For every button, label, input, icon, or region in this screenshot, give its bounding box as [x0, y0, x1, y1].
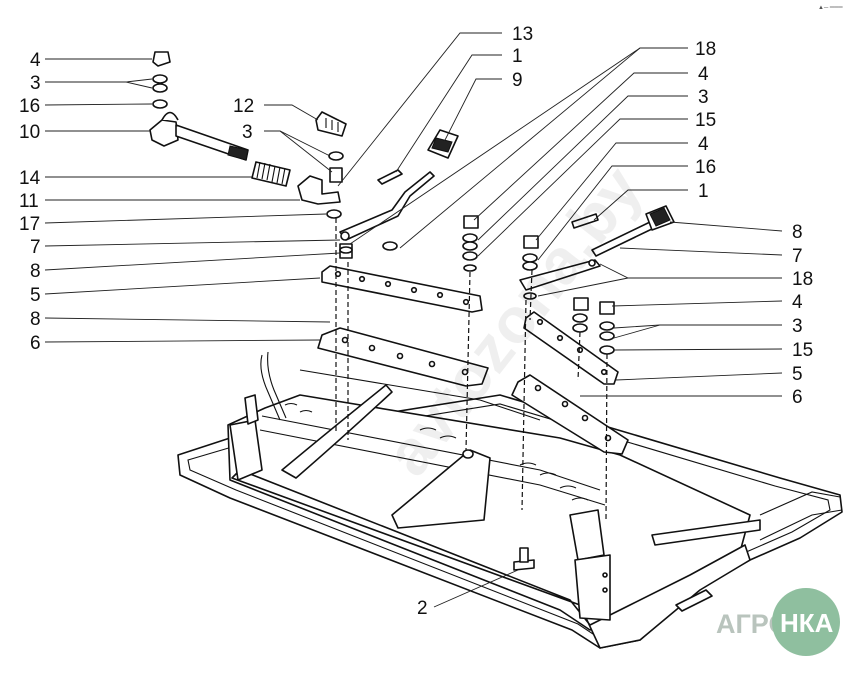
nut-stack-lever-left — [339, 243, 353, 259]
support-plate-left — [317, 327, 489, 387]
callout-15-r3: 15 — [792, 340, 813, 361]
callout-3: 3 — [30, 73, 41, 94]
callout-8b: 8 — [30, 309, 41, 330]
nut-stack-mid — [382, 215, 479, 272]
bolt-12 — [315, 111, 347, 137]
callout-6-r: 6 — [792, 387, 803, 408]
spring — [251, 161, 291, 187]
pin-9 — [427, 129, 459, 159]
assembly-axes — [335, 218, 608, 521]
corner-mark: ▲─ ═══ — [818, 5, 843, 11]
handle-rod — [149, 111, 249, 161]
callout-16-r: 16 — [695, 157, 716, 178]
callout-13: 13 — [512, 24, 533, 45]
logo-text-right: НКА — [780, 608, 834, 638]
nut-stack-top-left — [152, 51, 171, 109]
bracket-11 — [297, 175, 341, 205]
callout-1: 1 — [512, 46, 523, 67]
callout-4-r3: 4 — [792, 292, 803, 313]
callout-12: 12 — [233, 96, 254, 117]
cotter-pin-right — [571, 213, 599, 229]
callout-18: 18 — [695, 39, 716, 60]
callout-labels-right: 18 4 3 15 4 16 1 8 7 18 4 3 15 5 6 — [695, 39, 813, 408]
leader-lines — [44, 32, 783, 608]
callout-4-r2: 4 — [698, 134, 709, 155]
callout-4-r: 4 — [698, 64, 709, 85]
callout-6: 6 — [30, 333, 41, 354]
nut-stack-center — [326, 151, 344, 219]
callout-17: 17 — [19, 214, 40, 235]
lever-left — [339, 171, 435, 241]
link-plate-right — [523, 311, 619, 385]
logo-circle — [772, 588, 840, 656]
callout-labels-top: 13 1 9 — [512, 24, 533, 91]
link-plate-left — [321, 265, 483, 313]
callout-3-r: 3 — [698, 87, 709, 108]
callout-1-r: 1 — [698, 181, 709, 202]
callout-7: 7 — [30, 237, 41, 258]
callout-9: 9 — [512, 70, 523, 91]
mower-deck — [177, 351, 843, 649]
nut-stack-right-upper — [522, 235, 539, 300]
callout-labels-left: 4 3 16 10 14 11 17 7 8 5 8 6 — [19, 50, 41, 354]
callout-3-center: 3 — [242, 122, 253, 143]
callout-5: 5 — [30, 285, 41, 306]
callout-labels-center: 12 3 — [233, 96, 254, 143]
callout-4: 4 — [30, 50, 41, 71]
callout-10: 10 — [19, 122, 40, 143]
callout-8-r: 8 — [792, 222, 803, 243]
callout-18-r: 18 — [792, 269, 813, 290]
cotter-pin-left — [377, 169, 403, 185]
callout-14: 14 — [19, 168, 41, 189]
agronka-logo: АГРО НКА — [716, 588, 840, 656]
callout-16: 16 — [19, 96, 40, 117]
callout-7-r: 7 — [792, 246, 803, 267]
callout-3-r3: 3 — [792, 316, 803, 337]
callout-15-r: 15 — [695, 110, 716, 131]
callout-11: 11 — [19, 191, 39, 212]
pin-8-right — [591, 205, 675, 257]
callout-5-r: 5 — [792, 364, 803, 385]
callout-8: 8 — [30, 261, 41, 282]
callout-2: 2 — [417, 598, 428, 619]
bolt-2 — [513, 547, 535, 571]
lever-right — [519, 259, 601, 291]
